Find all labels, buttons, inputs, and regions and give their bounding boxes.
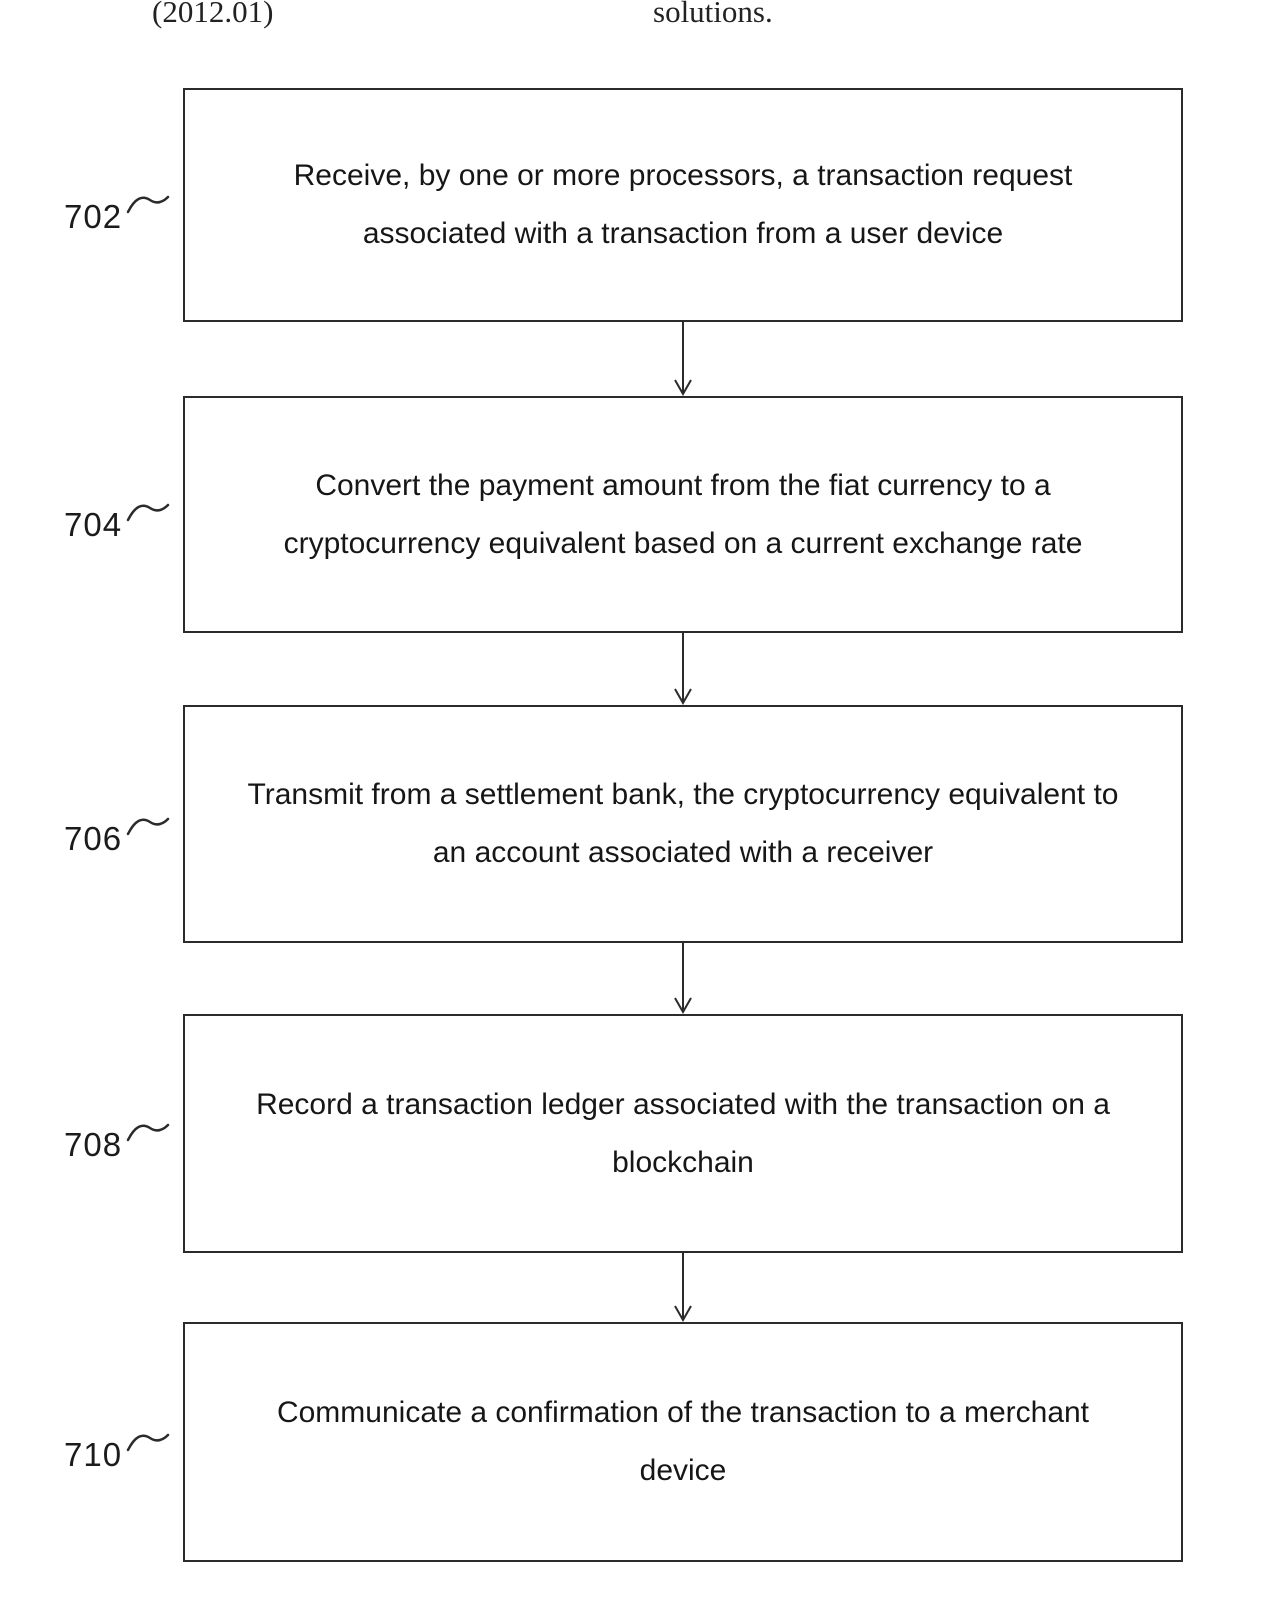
down-arrow-icon: [674, 322, 692, 396]
flow-step-text: Convert the payment amount from the fiat…: [283, 468, 1083, 560]
label-connector-squiggle-icon: [126, 195, 170, 214]
step-number: 708: [64, 1126, 123, 1163]
down-arrow-icon: [674, 1253, 692, 1322]
step-label-706: 706: [64, 817, 170, 858]
down-arrow-icon: [674, 633, 692, 705]
step-number: 706: [64, 820, 123, 857]
flow-step-box-704: Convert the payment amount from the fiat…: [183, 396, 1183, 633]
step-label-702: 702: [64, 195, 170, 236]
flow-step-box-706: Transmit from a settlement bank, the cry…: [183, 705, 1183, 943]
label-connector-squiggle-icon: [126, 817, 170, 836]
step-number: 710: [64, 1436, 123, 1473]
flow-step-box-710: Communicate a confirmation of the transa…: [183, 1322, 1183, 1562]
flow-step-box-702: Receive, by one or more processors, a tr…: [183, 88, 1183, 322]
step-label-704: 704: [64, 503, 170, 544]
down-arrow-icon: [674, 943, 692, 1014]
flow-step-text: Record a transaction ledger associated w…: [256, 1087, 1110, 1179]
classification-code-fragment: (2012.01): [152, 0, 274, 29]
step-label-708: 708: [64, 1123, 170, 1164]
label-connector-squiggle-icon: [126, 1123, 170, 1142]
flow-step-text: Transmit from a settlement bank, the cry…: [247, 778, 1119, 869]
flow-step-text: Receive, by one or more processors, a tr…: [293, 159, 1073, 250]
label-connector-squiggle-icon: [126, 503, 170, 522]
step-number: 704: [64, 506, 123, 543]
label-connector-squiggle-icon: [126, 1433, 170, 1452]
abstract-text-fragment: solutions.: [653, 0, 773, 29]
flow-step-box-708: Record a transaction ledger associated w…: [183, 1014, 1183, 1253]
step-label-710: 710: [64, 1433, 170, 1474]
step-number: 702: [64, 198, 123, 235]
flow-step-text: Communicate a confirmation of the transa…: [276, 1396, 1090, 1487]
